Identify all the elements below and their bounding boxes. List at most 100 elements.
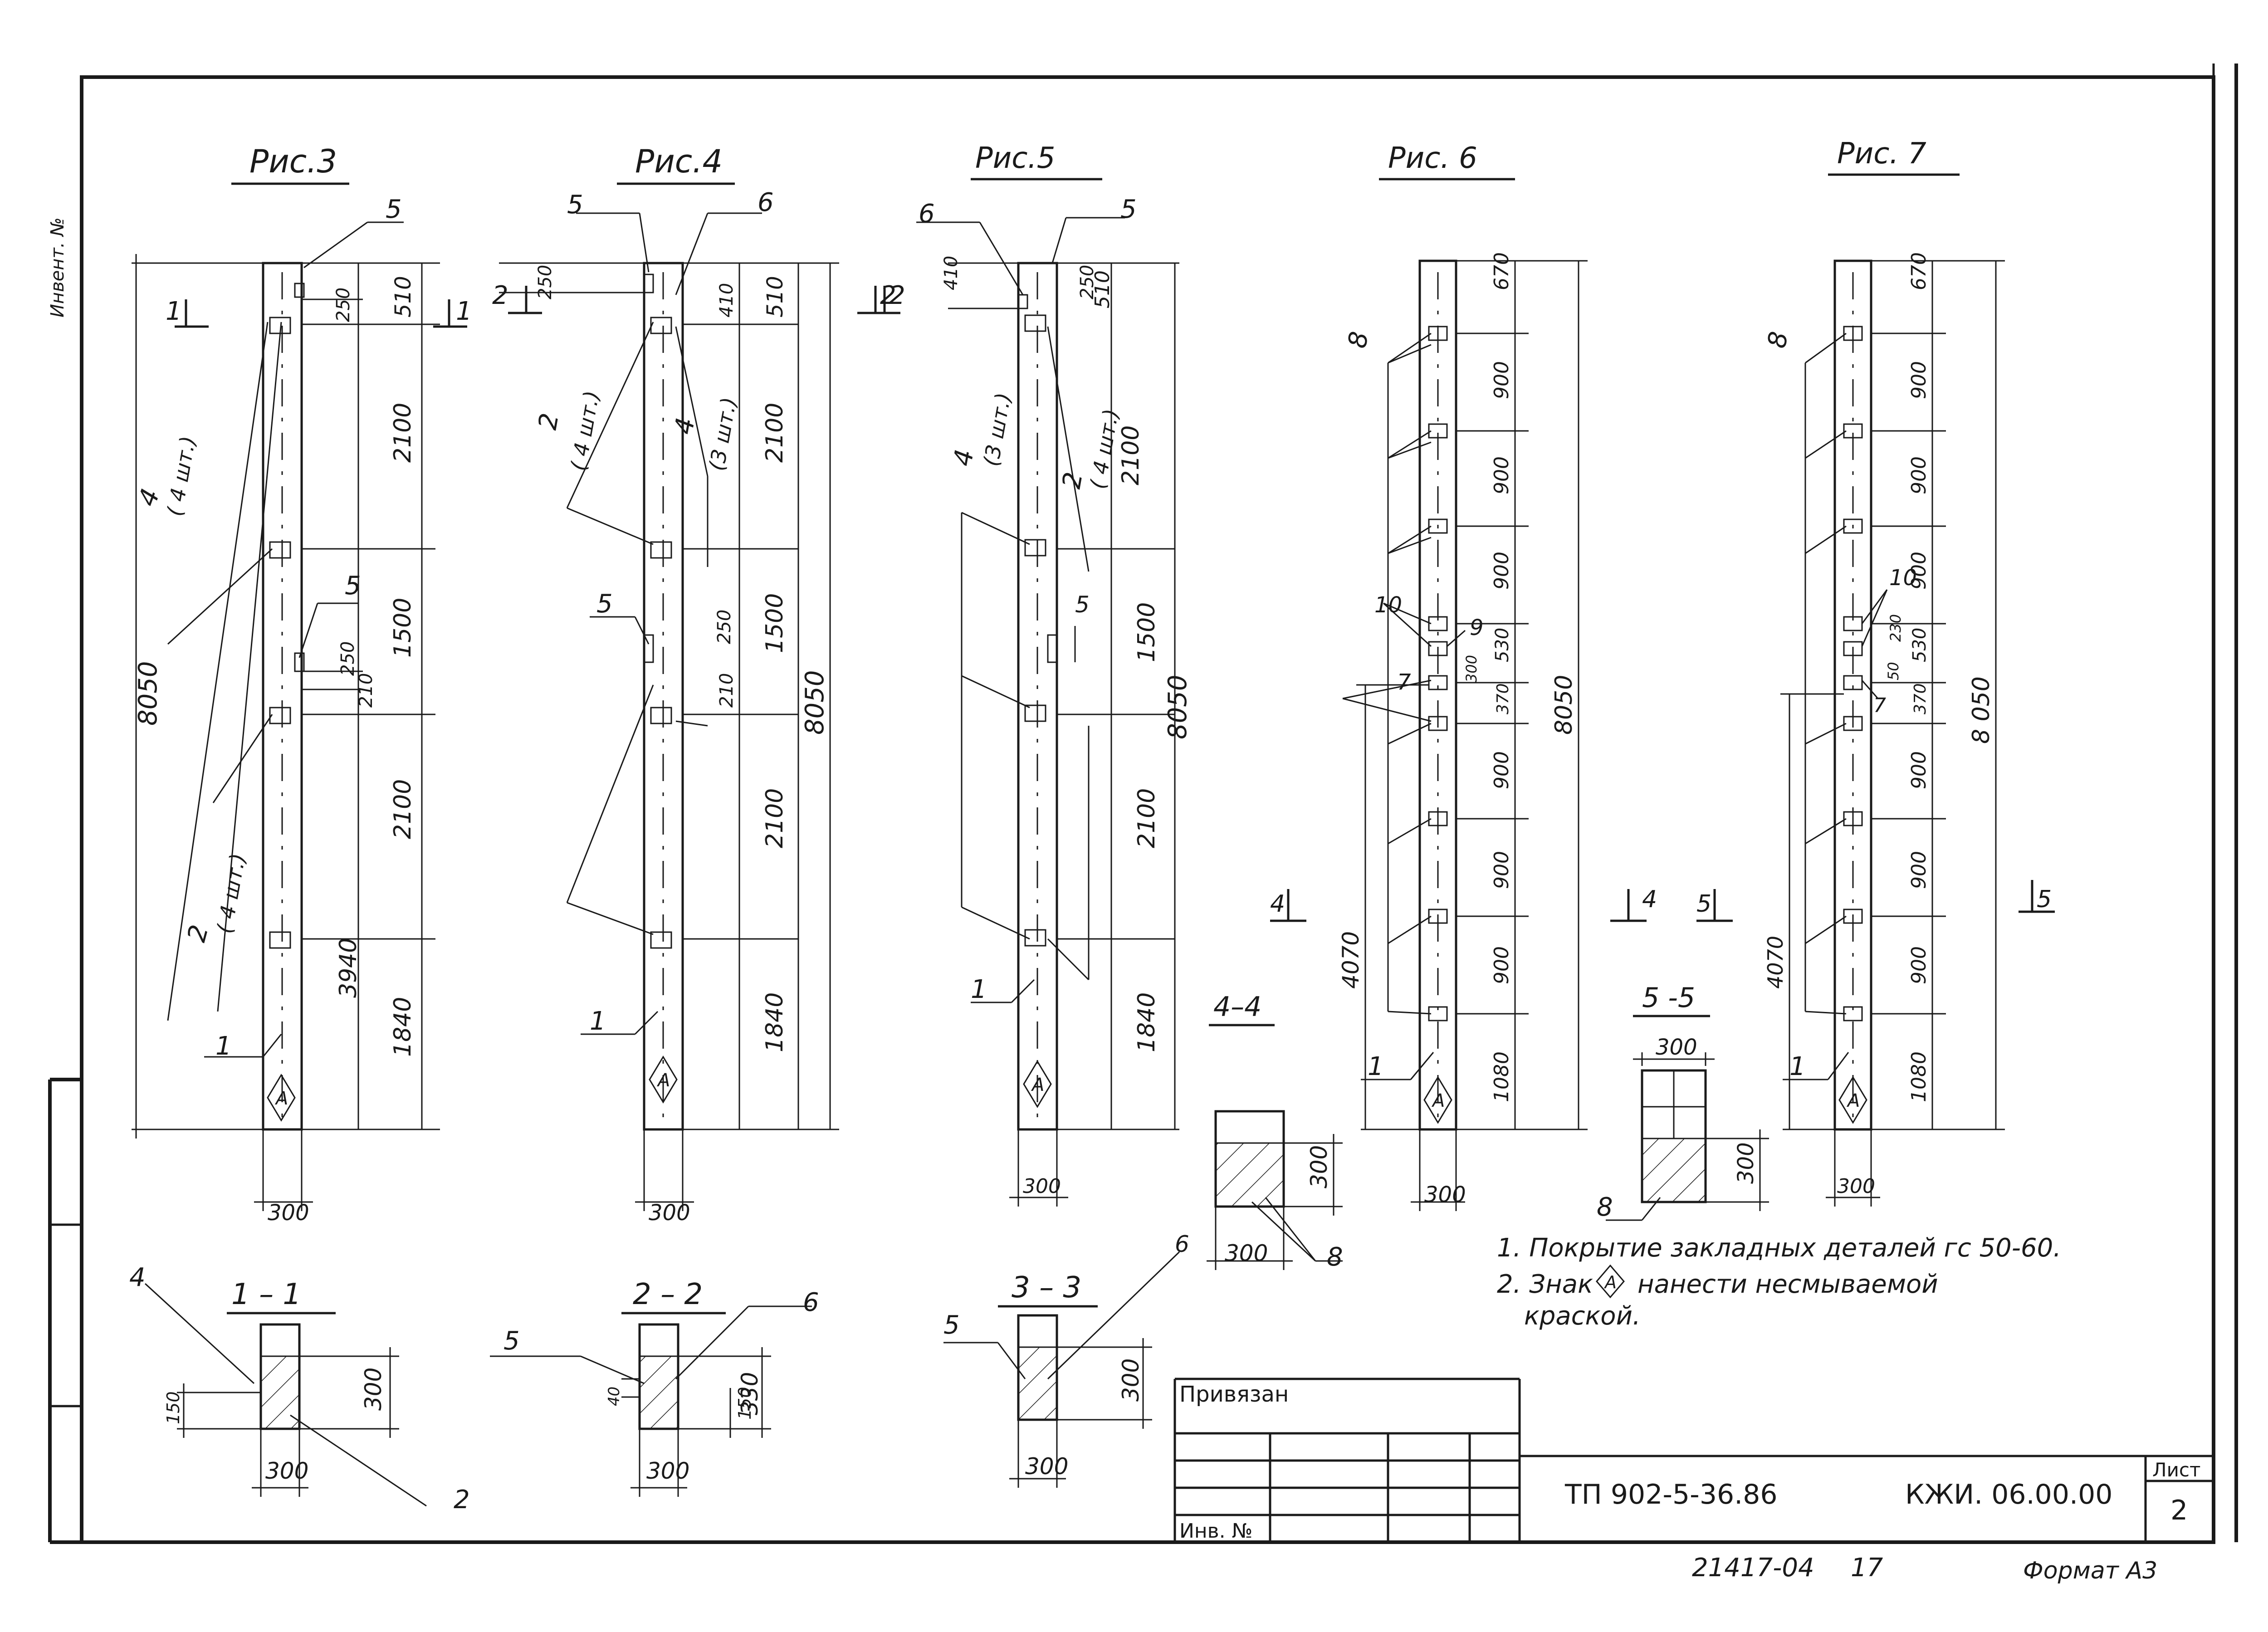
figure-6: Рис. 6 670 900 900 900 530 300 370 900 bbox=[1270, 142, 1657, 1211]
fig4-dim-1500: 1500 bbox=[761, 593, 788, 653]
privyazan-label: Привязан bbox=[1179, 1382, 1289, 1407]
fig4-callout-6: 6 bbox=[758, 188, 774, 217]
fig7-dim-370: 370 bbox=[1911, 683, 1930, 714]
fig3-callout-2-qty: ( 4 шт.) bbox=[212, 851, 250, 935]
fig5-dim-510: 510 bbox=[1091, 270, 1114, 308]
s11-callout-2: 2 bbox=[454, 1485, 470, 1515]
s22-callout-6: 6 bbox=[803, 1288, 819, 1317]
fig3-dim-2100b: 2100 bbox=[389, 779, 416, 839]
fig3-dim-2100a: 2100 bbox=[389, 403, 416, 463]
figure-3: Рис.3 8050 3940 510 250 2100 1500 250 21… bbox=[132, 143, 472, 1226]
fig5-title: Рис.5 bbox=[975, 142, 1055, 175]
fig4-dim-410: 410 bbox=[716, 283, 737, 318]
fig6-callout-8: 8 bbox=[1343, 329, 1374, 350]
s44-title: 4–4 bbox=[1213, 991, 1261, 1023]
fig7-title: Рис. 7 bbox=[1837, 137, 1926, 171]
fig4-dim-210: 210 bbox=[716, 673, 737, 708]
fig3-dim-510: 510 bbox=[391, 276, 416, 318]
fig3-dim-250b: 250 bbox=[337, 641, 358, 676]
fig6-dim-670: 670 bbox=[1490, 252, 1513, 290]
section-4-4: 4–4 300 300 8 bbox=[1207, 991, 1343, 1272]
fig7-cut-mark-left: 5 bbox=[1696, 890, 1711, 918]
fig3-dim-210: 210 bbox=[356, 673, 376, 708]
fig5-dim-1500: 1500 bbox=[1133, 602, 1160, 662]
section-3-3: 3 – 3 300 300 5 6 bbox=[943, 1231, 1189, 1488]
format-label: Формат А3 bbox=[2023, 1557, 2157, 1584]
fig7-callout-1: 1 bbox=[1789, 1052, 1806, 1081]
s55-width-dim: 300 bbox=[1656, 1035, 1697, 1060]
s11-callout-4: 4 bbox=[129, 1263, 146, 1292]
svg-text:A: A bbox=[1846, 1090, 1860, 1111]
fig5-callout-5b: 5 bbox=[1075, 591, 1090, 618]
fig5-callout-1: 1 bbox=[971, 975, 987, 1004]
fig7-mark-a: A bbox=[1838, 1076, 1867, 1124]
s33-callout-5: 5 bbox=[943, 1310, 960, 1340]
fig5-cut-mark: 2 bbox=[880, 281, 896, 310]
section-1-1: 1 – 1 300 300 150 4 2 bbox=[129, 1263, 470, 1515]
fig6-cut-mark-left: 4 bbox=[1270, 890, 1285, 918]
fig6-mark-a: A bbox=[1423, 1076, 1452, 1124]
fig6-callout-10: 10 bbox=[1374, 592, 1402, 618]
fig4-callout-5b: 5 bbox=[596, 589, 613, 619]
fig6-dim-300: 300 bbox=[1463, 655, 1480, 683]
fig5-callout-4: 4 bbox=[948, 447, 980, 468]
fig7-total-dim: 8 050 bbox=[1968, 676, 1995, 744]
fig7-dim-230: 230 bbox=[1887, 614, 1904, 642]
fig3-callout-5b: 5 bbox=[345, 571, 361, 601]
fig4-dim-250b: 250 bbox=[714, 610, 735, 644]
figure-5: Рис.5 410 250 510 2100 1500 2100 1840 80… bbox=[857, 142, 1193, 1207]
project-number: ТП 902-5-36.86 bbox=[1564, 1479, 1778, 1510]
note-2-mark-a: A bbox=[1596, 1264, 1625, 1299]
fig6-dim-900e: 900 bbox=[1490, 851, 1513, 889]
fig7-cut-mark-right: 5 bbox=[2037, 886, 2052, 913]
fig6-cut-mark-right: 4 bbox=[1642, 886, 1657, 913]
fig7-callout-10: 10 bbox=[1889, 565, 1917, 591]
fig3-callout-2: 2 bbox=[182, 922, 215, 945]
fig7-dim-530: 530 bbox=[1909, 628, 1930, 662]
fig6-callout-9: 9 bbox=[1470, 615, 1484, 640]
fig7-dim-670: 670 bbox=[1907, 252, 1931, 290]
fig5-callout-2: 2 bbox=[1057, 470, 1089, 491]
fig3-title: Рис.3 bbox=[249, 143, 337, 180]
fig6-dim-900b: 900 bbox=[1490, 456, 1513, 494]
fig3-dim-250: 250 bbox=[333, 288, 354, 322]
fig5-total-dim: 8050 bbox=[1163, 674, 1193, 739]
note-2-prefix: 2. Знак bbox=[1497, 1270, 1593, 1299]
side-inventory-text: Инвент. № bbox=[47, 217, 68, 318]
s11-height-dim: 300 bbox=[360, 1368, 386, 1411]
fig6-callout-7: 7 bbox=[1397, 669, 1411, 695]
archive-number: 21417-04 bbox=[1692, 1553, 1814, 1583]
fig7-partial-dim: 4070 bbox=[1763, 936, 1788, 989]
fig3-dim-1500: 1500 bbox=[389, 598, 416, 658]
s22-width-dim: 300 bbox=[646, 1458, 689, 1484]
svg-text:A: A bbox=[656, 1070, 670, 1091]
note-2-text: нанести несмываемой bbox=[1637, 1270, 1938, 1299]
fig4-cut-mark-left: 2 bbox=[492, 281, 508, 310]
fig3-callout-5: 5 bbox=[386, 195, 402, 224]
note-1: 1. Покрытие закладных деталей гс 50-60. bbox=[1497, 1233, 2061, 1263]
s22-callout-5: 5 bbox=[503, 1326, 520, 1356]
fig7-callout-8: 8 bbox=[1762, 329, 1794, 350]
fig6-dim-900a: 900 bbox=[1490, 361, 1513, 399]
fig3-cut-mark-right: 1 bbox=[456, 297, 472, 326]
fig4-dim-2100a: 2100 bbox=[761, 403, 788, 463]
fig6-width-dim: 300 bbox=[1424, 1182, 1466, 1207]
fig6-dim-900d: 900 bbox=[1490, 751, 1513, 789]
fig5-mark-a: A bbox=[1023, 1060, 1052, 1108]
fig7-width-dim: 300 bbox=[1837, 1175, 1875, 1198]
fig6-dim-900c: 900 bbox=[1490, 552, 1513, 590]
fig3-dim-1840: 1840 bbox=[389, 997, 416, 1057]
fig7-dim-1080: 1080 bbox=[1907, 1051, 1931, 1102]
fig7-dim-900c: 900 bbox=[1907, 552, 1931, 590]
figure-4: Рис.4 250 410 510 2100 250 1500 210 2100… bbox=[492, 143, 905, 1226]
fig4-cut-mark-right: 2 bbox=[889, 281, 905, 310]
svg-text:A: A bbox=[1031, 1075, 1044, 1095]
s44-callout-8: 8 bbox=[1327, 1242, 1343, 1272]
fig5-dim-1840: 1840 bbox=[1133, 992, 1160, 1052]
fig7-callout-7: 7 bbox=[1873, 694, 1886, 717]
sheet-frame bbox=[48, 64, 2238, 1544]
s33-title: 3 – 3 bbox=[1012, 1271, 1081, 1305]
fig4-title: Рис.4 bbox=[635, 143, 723, 180]
s33-callout-6: 6 bbox=[1175, 1231, 1189, 1257]
